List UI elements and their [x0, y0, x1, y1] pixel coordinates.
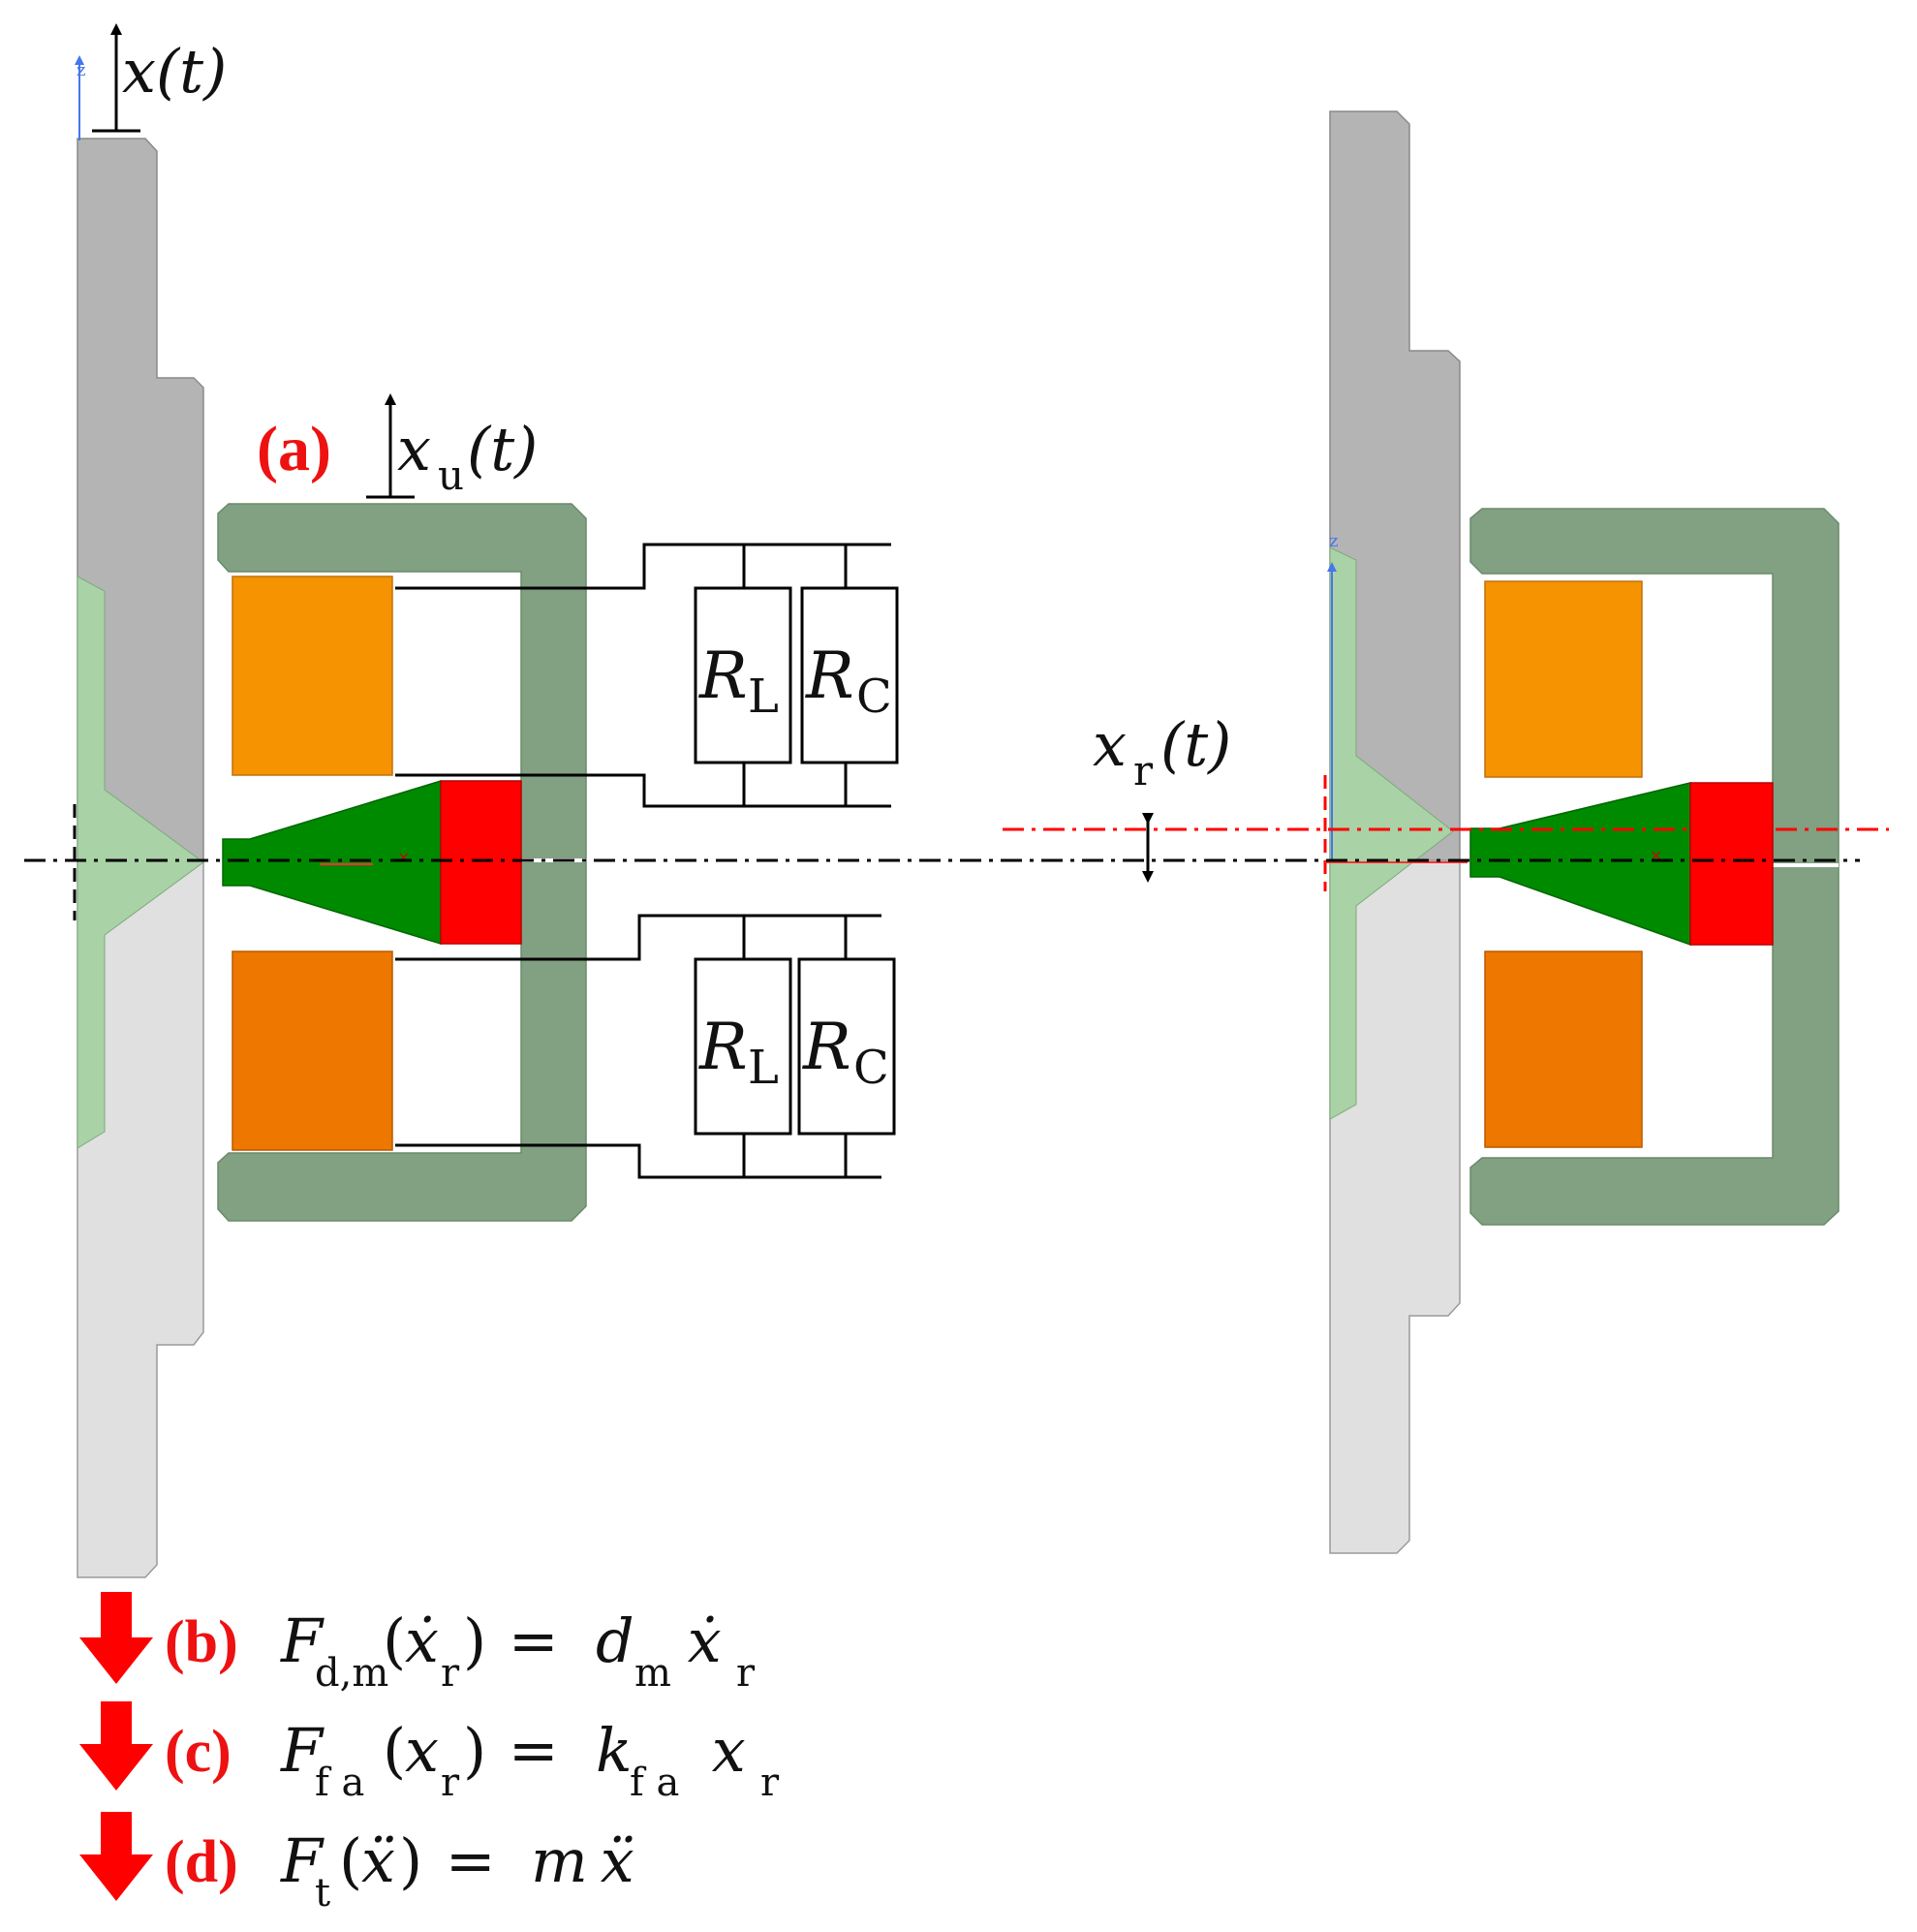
- x-label: x(t): [122, 36, 227, 107]
- force-d-letter: (d): [165, 1829, 238, 1895]
- force-b-eq: =: [489, 1605, 577, 1676]
- force-d-open: (: [339, 1825, 362, 1896]
- yoke-right: [1469, 508, 1840, 1226]
- xu-label: x: [397, 414, 431, 484]
- resistor-coil-upper-sub: C: [856, 670, 892, 724]
- force-b-arg: ẋ: [405, 1605, 439, 1676]
- xr-sub: r: [1133, 747, 1154, 795]
- resistor-coil-lower-sub: C: [853, 1041, 889, 1095]
- force-d-coef: m: [531, 1825, 588, 1896]
- force-c-arg-sub: r: [441, 1761, 460, 1805]
- xu-label-group: (a) x u (t): [257, 393, 538, 499]
- force-c-open: (: [383, 1715, 406, 1786]
- magnet-right: [1689, 782, 1774, 946]
- yoke: [217, 503, 587, 1222]
- force-c-letter: (c): [165, 1719, 232, 1785]
- force-d-var: ẍ: [581, 1825, 634, 1896]
- resistors-upper: R L R C: [698, 639, 892, 724]
- resistor-load-lower-sub: L: [748, 1041, 779, 1095]
- shaft-plate-right: [1329, 546, 1454, 1120]
- force-d: (d) F t ( ẍ ) = m ẍ: [165, 1825, 634, 1916]
- force-d-F: F: [280, 1825, 325, 1896]
- force-c-close: ): [463, 1715, 486, 1786]
- xu-sub: u: [438, 452, 464, 499]
- housing-lower-right: [1329, 859, 1461, 1554]
- force-b-F: F: [280, 1605, 325, 1676]
- force-b-var-sub: r: [736, 1651, 756, 1696]
- housing-lower: [77, 861, 204, 1578]
- force-c-coef: k: [596, 1715, 633, 1786]
- force-arrow-c: [79, 1701, 153, 1791]
- right-assembly: z ×: [1323, 110, 1840, 1554]
- resistor-load-lower: R: [698, 1010, 748, 1084]
- coil-lower: [232, 950, 393, 1151]
- force-b-arg-sub: r: [441, 1651, 460, 1696]
- z-axis-label-right: z: [1329, 531, 1338, 551]
- resistor-load-upper-sub: L: [748, 670, 779, 724]
- force-c-var: x: [693, 1715, 746, 1786]
- force-b-coef-sub: m: [634, 1651, 671, 1696]
- xr-label: x: [1093, 709, 1127, 780]
- force-d-close: ): [399, 1825, 422, 1896]
- resistors-lower: R L R C: [698, 1010, 889, 1095]
- resistor-load-upper: R: [698, 639, 748, 713]
- circuit-upper: [395, 543, 899, 808]
- force-b-open: (: [383, 1605, 406, 1676]
- force-b-coef: d: [596, 1605, 634, 1676]
- left-assembly: z ×: [73, 55, 587, 1578]
- force-b: (b) F d,m ( ẋ r ) = d m ẋ r: [165, 1605, 756, 1696]
- force-c-arg: x: [405, 1715, 439, 1786]
- shaft-plate: [77, 576, 204, 1149]
- force-arrow-b: [79, 1592, 153, 1684]
- force-c-eq: =: [489, 1715, 577, 1786]
- resistor-coil-upper: R: [805, 639, 854, 713]
- label-a: (a): [257, 414, 331, 484]
- coil-lower-right: [1484, 950, 1643, 1148]
- force-b-sub: d,m: [315, 1651, 388, 1696]
- xu-rest: (t): [467, 414, 538, 484]
- xr-group: x r (t): [1093, 709, 1231, 883]
- xr-rest: (t): [1160, 709, 1231, 780]
- coil-upper: [232, 576, 393, 776]
- coil-upper-right: [1484, 580, 1643, 778]
- force-c: (c) F f a ( x r ) = k f a x r: [165, 1715, 780, 1805]
- force-c-sub: f a: [315, 1761, 364, 1805]
- force-b-letter: (b): [165, 1609, 238, 1675]
- force-b-var: ẋ: [668, 1605, 722, 1676]
- force-arrow-d: [79, 1812, 153, 1901]
- force-c-var-sub: r: [760, 1761, 780, 1805]
- x-excitation: x(t): [92, 23, 227, 133]
- force-d-eq: =: [426, 1825, 514, 1896]
- circuit-lower: [395, 914, 896, 1179]
- force-d-sub: t: [315, 1871, 330, 1916]
- force-c-F: F: [280, 1715, 325, 1786]
- force-b-close: ): [463, 1605, 486, 1676]
- force-arrows: [79, 1592, 153, 1901]
- magnet: [440, 780, 522, 945]
- force-d-arg: ẍ: [361, 1825, 395, 1896]
- z-axis-label: z: [77, 60, 85, 80]
- origin-marker: ×: [397, 848, 410, 866]
- force-c-coef-sub: f a: [630, 1761, 679, 1805]
- resistor-coil-lower: R: [802, 1010, 851, 1084]
